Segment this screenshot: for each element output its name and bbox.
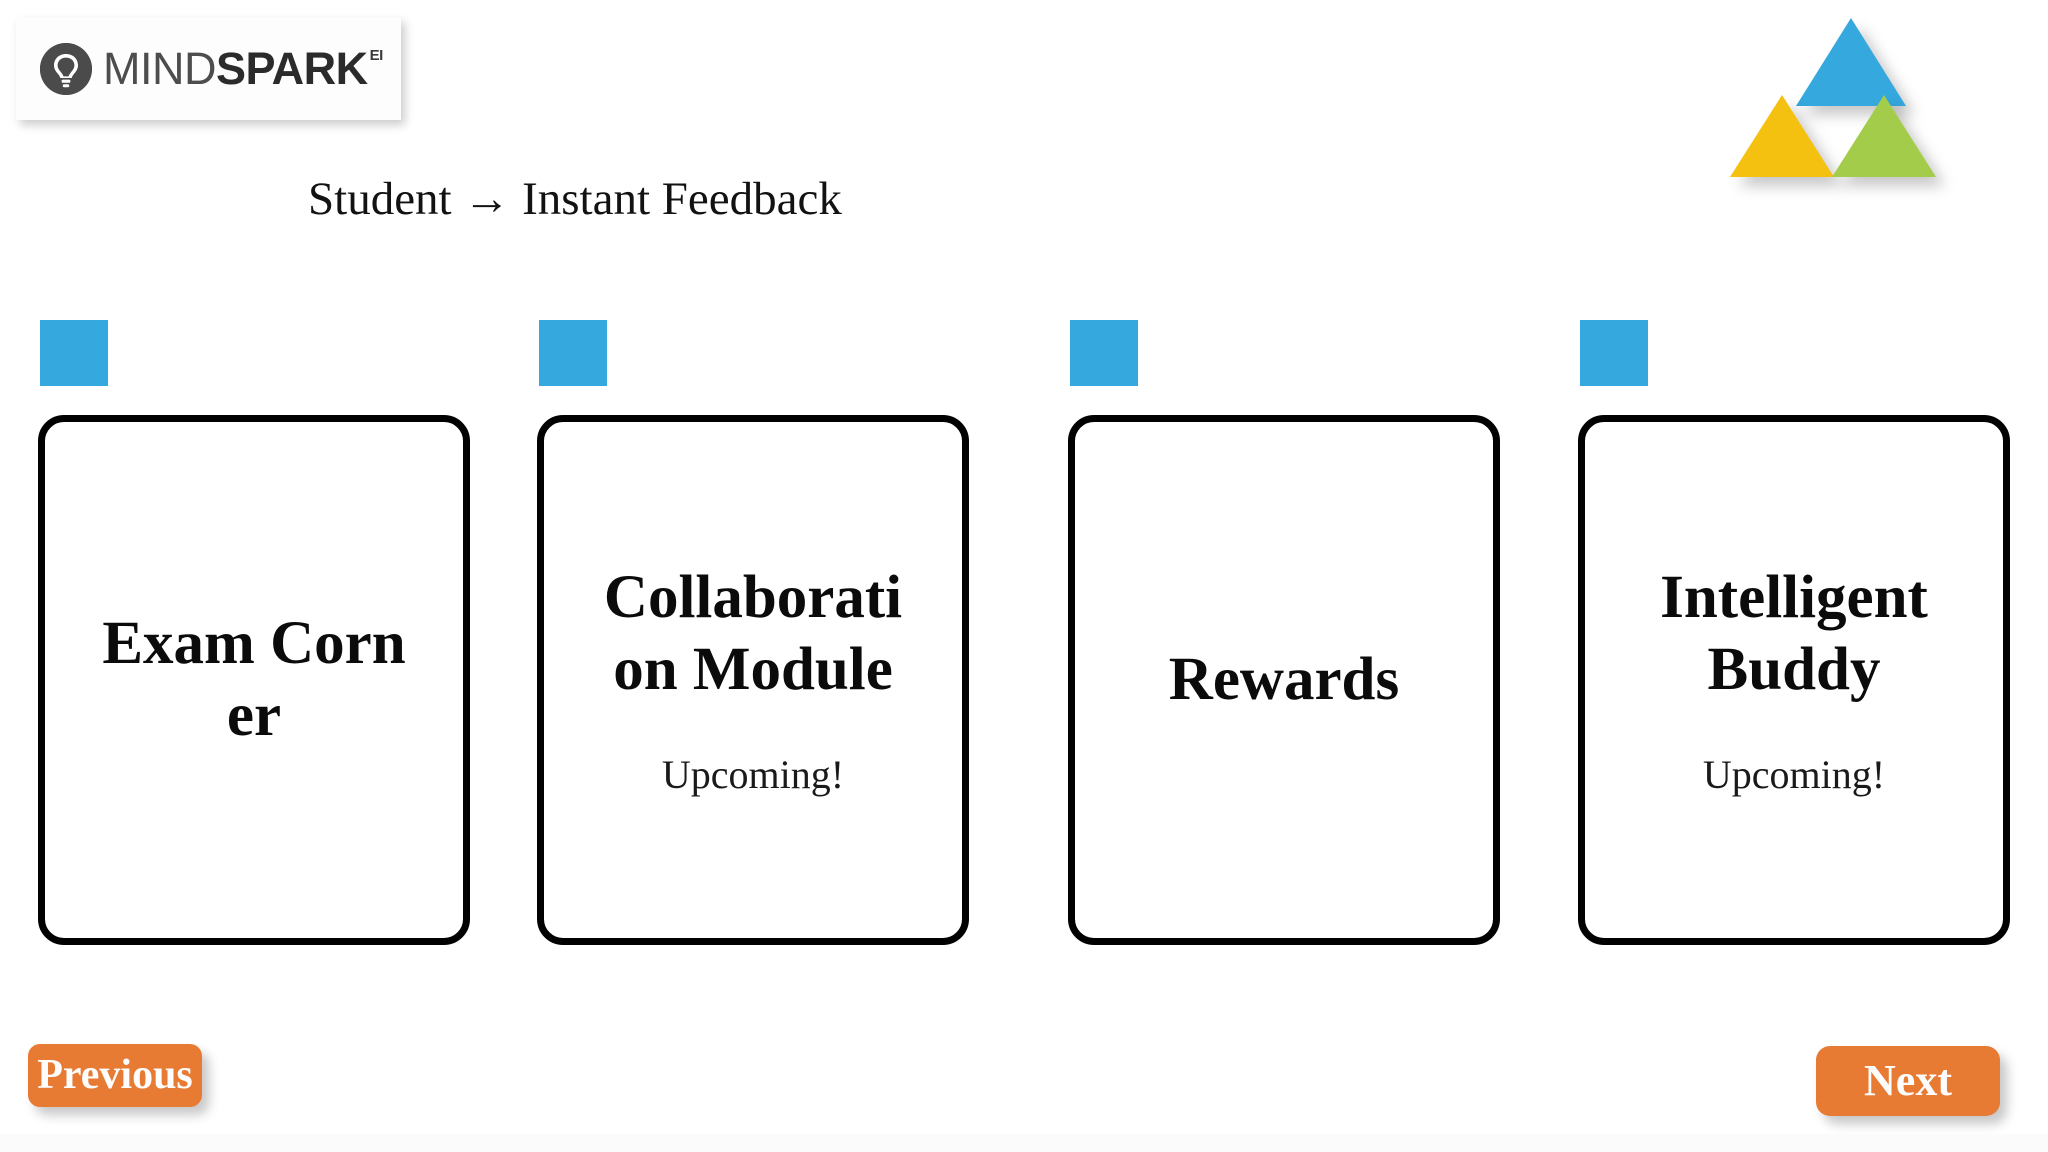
card-tab-marker (1070, 320, 1138, 386)
three-triangles-logo (1730, 10, 1970, 195)
triangle-blue-icon (1796, 18, 1906, 106)
card-body[interactable]: Collaboration Module Upcoming! (537, 415, 969, 945)
card-subtitle: Upcoming! (661, 751, 845, 797)
logo-superscript: EI (369, 47, 384, 64)
card-tab-marker (539, 320, 607, 386)
card-body[interactable]: Rewards (1068, 415, 1500, 945)
card-title: Exam Corner (102, 610, 406, 749)
page-title: Student → Instant Feedback (308, 173, 842, 225)
card-body[interactable]: Intelligent Buddy Upcoming! (1578, 415, 2010, 945)
card-title: Rewards (1168, 646, 1400, 714)
logo-mind-text: MIND (103, 43, 216, 94)
card-subtitle: Upcoming! (1702, 751, 1886, 797)
next-button[interactable]: Next (1816, 1046, 2000, 1116)
triangle-green-icon (1832, 95, 1936, 177)
card-body[interactable]: Exam Corner (38, 415, 470, 945)
card-tab-marker (1580, 320, 1648, 386)
lightbulb-icon (40, 42, 92, 95)
feature-card-collaboration-module[interactable]: Collaboration Module Upcoming! (537, 320, 969, 950)
bottom-band (0, 1134, 2048, 1152)
triangle-yellow-icon (1730, 95, 1834, 177)
logo-spark-text: SPARK (215, 43, 368, 94)
feature-card-intelligent-buddy[interactable]: Intelligent Buddy Upcoming! (1578, 320, 2010, 950)
previous-button[interactable]: Previous (28, 1044, 202, 1107)
feature-card-exam-corner[interactable]: Exam Corner (38, 320, 470, 950)
card-title: Collaboration Module (603, 564, 903, 703)
previous-button-label: Previous (37, 1051, 193, 1098)
card-title: Intelligent Buddy (1660, 564, 1928, 703)
card-tab-marker (40, 320, 108, 386)
feature-card-rewards[interactable]: Rewards (1068, 320, 1500, 950)
